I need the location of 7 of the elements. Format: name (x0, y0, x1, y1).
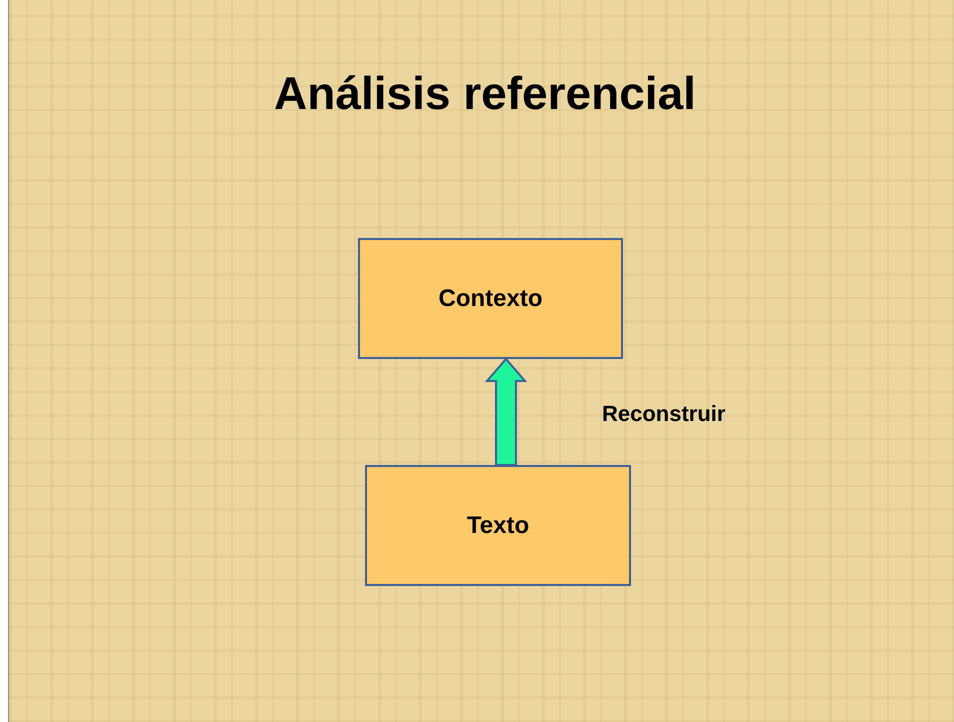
edge-label: Reconstruir (602, 401, 726, 427)
process-box (365, 465, 631, 586)
title: Análisis referencial (273, 66, 697, 120)
process-box (358, 238, 623, 359)
box-label: Contexto (438, 284, 542, 312)
box-label: Texto (466, 512, 530, 540)
block-arrow (484, 357, 528, 466)
